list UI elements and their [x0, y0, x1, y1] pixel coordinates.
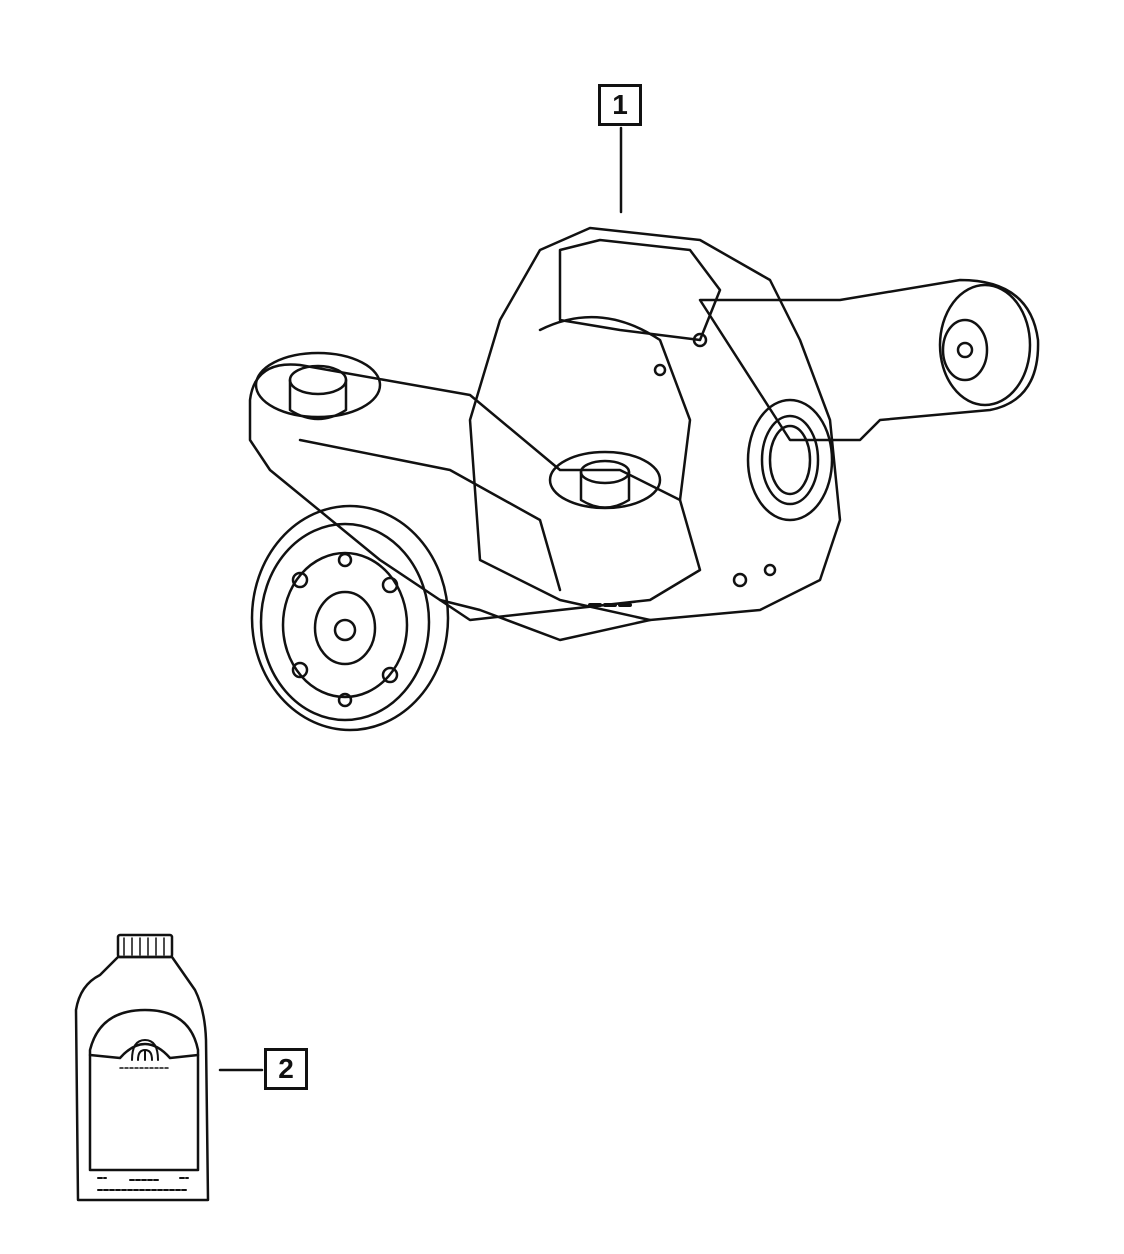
- callout-number: 1: [612, 89, 628, 120]
- callout-number: 2: [278, 1053, 294, 1084]
- gear-oil-bottle-drawing: [74, 933, 210, 1202]
- callout-1[interactable]: 1: [598, 84, 642, 126]
- differential-assembly-drawing: [248, 226, 1040, 732]
- callout-2[interactable]: 2: [264, 1048, 308, 1090]
